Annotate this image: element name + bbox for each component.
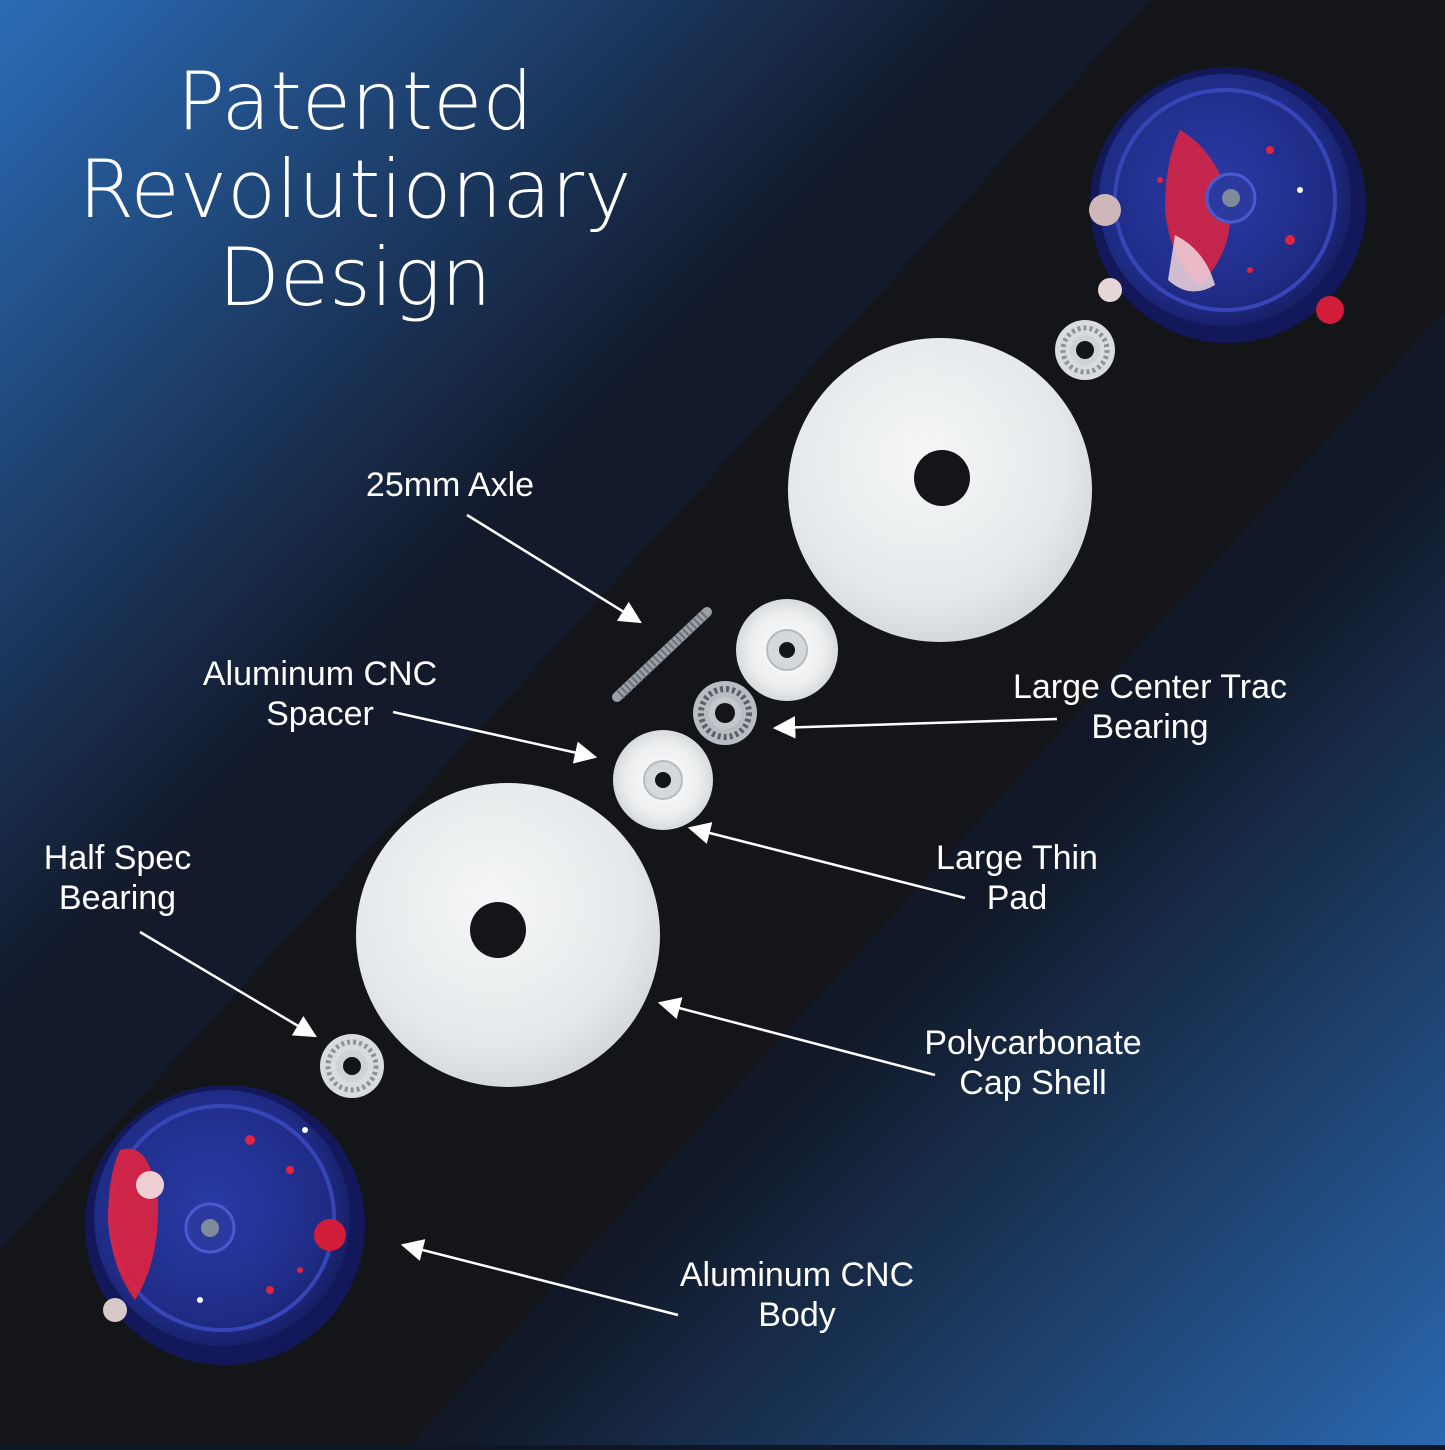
- axle: [612, 607, 712, 702]
- label-half-spec: Half Spec Bearing: [20, 838, 215, 918]
- top-half-spec-bearing: [1055, 320, 1115, 380]
- top-aluminum-body: [1089, 67, 1366, 343]
- bottom-thin-pad: [613, 730, 713, 830]
- label-trac-bearing-line-2: Bearing: [1091, 708, 1209, 746]
- label-spacer: Aluminum CNC Spacer: [170, 654, 470, 734]
- label-thin-pad: Large Thin Pad: [912, 838, 1122, 918]
- label-axle-text: 25mm Axle: [365, 466, 535, 504]
- top-polycarbonate-shell: [788, 338, 1092, 642]
- page-title: Patented Revolutionary Design: [40, 58, 670, 322]
- label-body: Aluminum CNC Body: [652, 1255, 942, 1335]
- label-cap-shell: Polycarbonate Cap Shell: [898, 1023, 1168, 1103]
- label-thin-pad-line-2: Pad: [986, 879, 1048, 917]
- arrow-body: [400, 1239, 679, 1317]
- label-cap-shell-line-1: Polycarbonate: [924, 1024, 1142, 1062]
- center-trac-bearing: [693, 681, 757, 745]
- top-thin-pad: [736, 599, 838, 701]
- arrow-trac-bearing: [772, 716, 1058, 739]
- arrow-thin-pad: [687, 822, 966, 900]
- arrow-cap-shell: [657, 997, 936, 1077]
- label-body-line-1: Aluminum CNC: [679, 1256, 915, 1294]
- label-cap-shell-line-2: Cap Shell: [959, 1064, 1107, 1102]
- label-trac-bearing: Large Center Trac Bearing: [985, 667, 1315, 747]
- label-half-spec-line-1: Half Spec: [43, 839, 192, 877]
- bottom-polycarbonate-shell: [356, 783, 660, 1087]
- arrow-axle: [466, 513, 642, 624]
- title-line-2: Revolutionary: [78, 143, 632, 236]
- label-spacer-line-1: Aluminum CNC: [202, 655, 438, 693]
- bottom-half-spec-bearing: [320, 1034, 384, 1098]
- arrow-spacer: [392, 710, 598, 764]
- bottom-aluminum-body: [85, 1085, 365, 1365]
- title-line-3: Design: [218, 231, 492, 324]
- title-line-1: Patented: [176, 55, 534, 148]
- arrow-half-spec: [139, 930, 317, 1038]
- label-thin-pad-line-1: Large Thin: [936, 839, 1098, 877]
- label-axle: 25mm Axle: [330, 465, 570, 505]
- label-half-spec-line-2: Bearing: [58, 879, 177, 917]
- label-spacer-line-2: Spacer: [266, 695, 374, 733]
- label-body-line-2: Body: [758, 1296, 836, 1334]
- label-trac-bearing-line-1: Large Center Trac: [1012, 668, 1288, 706]
